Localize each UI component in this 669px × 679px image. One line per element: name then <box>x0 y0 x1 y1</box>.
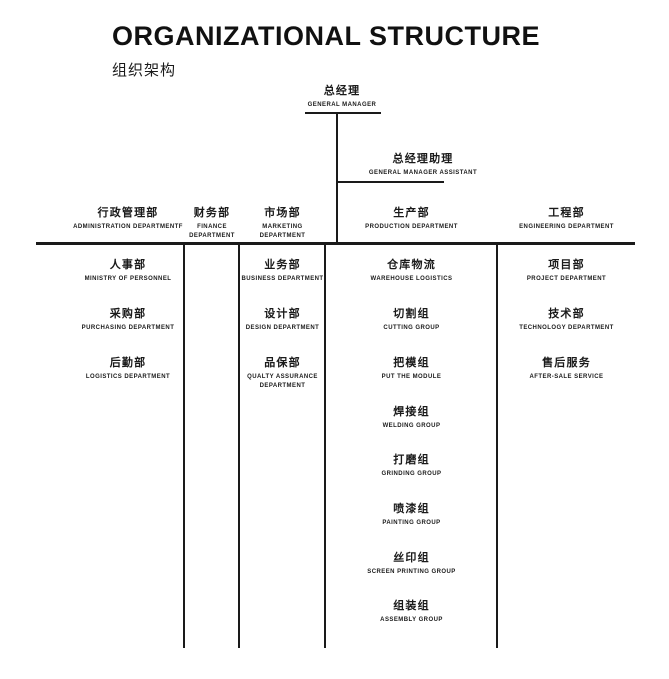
item-label-en: QUALTY ASSURANCE DEPARTMENT <box>247 374 318 389</box>
node-general-manager: 总经理 GENERAL MANAGER <box>297 84 387 110</box>
item-label-en: PURCHASING DEPARTMENT <box>81 325 175 332</box>
item-label-en: MINISTRY OF PERSONNEL <box>84 276 172 283</box>
item-label-cn: 喷漆组 <box>393 503 430 515</box>
item-label-en: WELDING GROUP <box>382 423 441 430</box>
list-item: 焊接组 WELDING GROUP <box>326 405 497 431</box>
general-manager-underline <box>305 112 381 114</box>
list-item: 品保部 QUALTY ASSURANCE DEPARTMENT <box>240 356 325 391</box>
item-label-en: SCREEN PRINTING GROUP <box>367 569 456 576</box>
item-label-en: GRINDING GROUP <box>381 471 442 478</box>
gm-assistant-label-cn: 总经理助理 <box>392 153 454 165</box>
item-label-en: DESIGN DEPARTMENT <box>245 325 320 332</box>
item-label-cn: 设计部 <box>264 308 301 320</box>
item-label-cn: 人事部 <box>109 259 147 271</box>
item-label-cn: 焊接组 <box>393 406 430 418</box>
dept-label-cn: 工程部 <box>548 207 585 219</box>
list-item: 切割组 CUTTING GROUP <box>326 307 497 333</box>
item-label-cn: 技术部 <box>548 308 585 320</box>
list-item: 组装组 ASSEMBLY GROUP <box>326 599 497 625</box>
dept-label-en: FINANCE DEPARTMENT <box>189 224 235 239</box>
column-divider-1 <box>183 244 185 648</box>
list-item: 售后服务 AFTER-SALE SERVICE <box>498 356 635 382</box>
department-divider-rule <box>36 242 635 245</box>
list-item: 设计部 DESIGN DEPARTMENT <box>240 307 325 333</box>
item-label-cn: 品保部 <box>264 357 301 369</box>
dept-label-cn: 市场部 <box>264 207 301 219</box>
item-label-en: PROJECT DEPARTMENT <box>526 276 607 283</box>
page-title: ORGANIZATIONAL STRUCTURE 组织架构 <box>112 21 540 80</box>
item-label-cn: 仓库物流 <box>387 259 436 271</box>
item-label-en: TECHNOLOGY DEPARTMENT <box>519 325 614 332</box>
list-item: 项目部 PROJECT DEPARTMENT <box>498 258 635 284</box>
node-general-manager-assistant: 总经理助理 GENERAL MANAGER ASSISTANT <box>330 152 516 178</box>
item-label-cn: 后勤部 <box>109 357 147 369</box>
item-label-en: AFTER-SALE SERVICE <box>529 374 604 381</box>
item-label-cn: 售后服务 <box>542 357 591 369</box>
dept-label-cn: 行政管理部 <box>97 207 159 219</box>
dept-label-cn: 生产部 <box>393 207 430 219</box>
dept-label-cn: 财务部 <box>193 207 231 219</box>
gm-assistant-underline <box>336 181 444 183</box>
dept-label-en: ENGINEERING DEPARTMENT <box>519 224 614 231</box>
item-label-cn: 项目部 <box>548 259 585 271</box>
item-label-cn: 丝印组 <box>393 552 430 564</box>
list-item: 技术部 TECHNOLOGY DEPARTMENT <box>498 307 635 333</box>
dept-head-administration: 行政管理部 ADMINISTRATION DEPARTMENTF <box>73 206 183 232</box>
list-item: 喷漆组 PAINTING GROUP <box>326 502 497 528</box>
list-item: 后勤部 LOGISTICS DEPARTMENT <box>73 356 183 382</box>
title-chinese: 组织架构 <box>112 61 177 79</box>
item-label-en: CUTTING GROUP <box>383 325 440 332</box>
general-manager-label-en: GENERAL MANAGER <box>307 102 377 109</box>
item-label-cn: 采购部 <box>109 308 147 320</box>
list-item: 把模组 PUT THE MODULE <box>326 356 497 382</box>
gm-assistant-label-en: GENERAL MANAGER ASSISTANT <box>368 170 478 177</box>
item-label-cn: 组装组 <box>393 600 430 612</box>
list-item: 采购部 PURCHASING DEPARTMENT <box>73 307 183 333</box>
list-item: 业务部 BUSINESS DEPARTMENT <box>240 258 325 284</box>
item-label-cn: 把模组 <box>393 357 430 369</box>
item-label-cn: 切割组 <box>393 308 430 320</box>
general-manager-label-cn: 总经理 <box>323 85 361 97</box>
item-label-en: WAREHOUSE LOGISTICS <box>370 276 453 283</box>
list-item: 丝印组 SCREEN PRINTING GROUP <box>326 551 497 577</box>
item-label-en: ASSEMBLY GROUP <box>380 617 443 624</box>
dept-label-en: MARKETING DEPARTMENT <box>259 224 306 239</box>
list-item: 打磨组 GRINDING GROUP <box>326 453 497 479</box>
item-label-en: PAINTING GROUP <box>382 520 441 527</box>
dept-head-engineering: 工程部 ENGINEERING DEPARTMENT <box>498 206 635 232</box>
item-label-cn: 打磨组 <box>393 454 430 466</box>
hierarchy-spine <box>336 112 338 244</box>
item-label-en: LOGISTICS DEPARTMENT <box>85 374 171 381</box>
column-divider-3 <box>324 244 326 648</box>
item-label-en: BUSINESS DEPARTMENT <box>241 276 324 283</box>
item-label-cn: 业务部 <box>264 259 301 271</box>
dept-head-production: 生产部 PRODUCTION DEPARTMENT <box>326 206 497 232</box>
dept-head-marketing: 市场部 MARKETING DEPARTMENT <box>240 206 325 241</box>
column-divider-4 <box>496 244 498 648</box>
list-item: 仓库物流 WAREHOUSE LOGISTICS <box>326 258 497 284</box>
dept-label-en: ADMINISTRATION DEPARTMENTF <box>73 224 183 231</box>
column-divider-2 <box>238 244 240 648</box>
title-english: ORGANIZATIONAL STRUCTURE <box>112 21 540 51</box>
item-label-en: PUT THE MODULE <box>381 374 442 381</box>
dept-label-en: PRODUCTION DEPARTMENT <box>365 224 458 231</box>
list-item: 人事部 MINISTRY OF PERSONNEL <box>73 258 183 284</box>
dept-head-finance: 财务部 FINANCE DEPARTMENT <box>184 206 240 241</box>
